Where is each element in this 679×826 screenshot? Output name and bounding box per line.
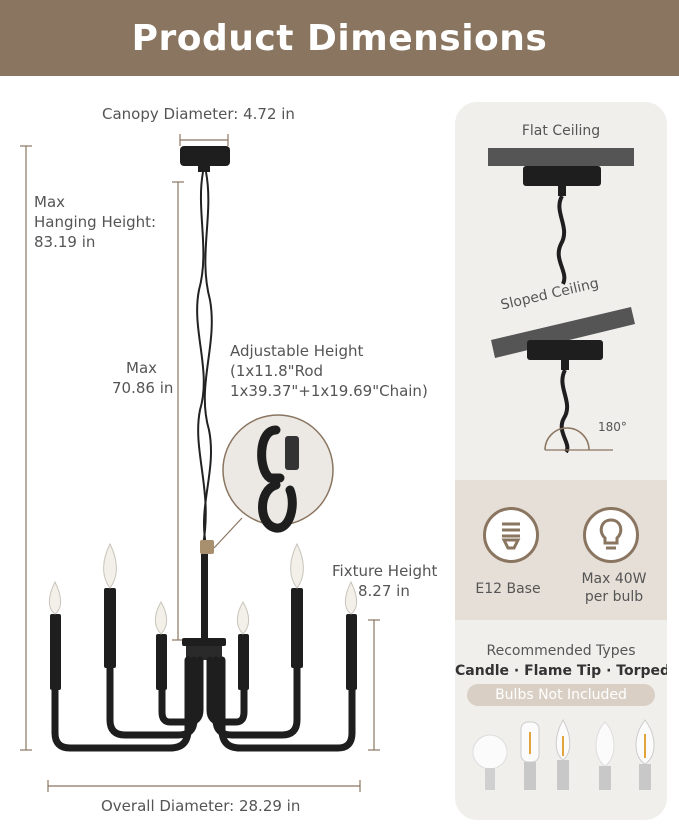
lightbulb-icon — [599, 518, 623, 550]
max-wattage-label: Max 40W — [581, 571, 647, 587]
per-bulb-label: per bulb — [584, 589, 644, 605]
max-height-label: Max — [126, 359, 158, 377]
info-panel: Flat Ceiling — [455, 102, 667, 820]
page-title: Product Dimensions — [131, 17, 548, 59]
title-banner: Product Dimensions — [0, 0, 679, 76]
arms — [51, 656, 356, 752]
max-wattage-badge — [583, 507, 639, 563]
candle-bulbs — [48, 542, 358, 635]
angle-label: 180° — [598, 420, 627, 434]
max-hanging-height-value: 83.19 in — [34, 233, 96, 251]
rod — [201, 554, 208, 640]
recommended-types-list: Candle · Flame Tip · Torpedo — [455, 663, 667, 679]
e12-base-label: E12 Base — [475, 581, 541, 597]
canopy-diameter-label: Canopy Diameter: 4.72 in — [102, 105, 295, 123]
bulbs-not-included-pill: Bulbs Not Included — [467, 684, 655, 706]
sloped-ceiling-mount — [491, 307, 635, 454]
flat-ceiling-mount — [488, 148, 634, 285]
recommended-types-title: Recommended Types — [486, 643, 636, 659]
base-bulb-icon — [501, 522, 521, 550]
adjustable-height-chain: 1x39.37"+1x19.69"Chain) — [230, 382, 428, 400]
dimension-lines — [20, 134, 380, 792]
e12-base-badge — [483, 507, 539, 563]
adjustable-height-label: Adjustable Height — [230, 342, 364, 360]
fixture-height-value: 8.27 in — [358, 582, 410, 600]
ceiling-mount-illustration — [472, 148, 655, 790]
fixture-height-label: Fixture Height — [332, 562, 438, 580]
bulb-types-row — [472, 718, 655, 790]
candle-sleeves — [50, 588, 357, 690]
hub — [182, 638, 226, 660]
max-hanging-height-label-line1: Max — [34, 193, 66, 211]
max-height-value: 70.86 in — [112, 379, 174, 397]
max-hanging-height-label-line2: Hanging Height: — [34, 213, 157, 231]
overall-diameter-label: Overall Diameter: 28.29 in — [101, 797, 301, 815]
chain — [196, 171, 213, 546]
adjustable-height-rod: (1x11.8"Rod — [230, 362, 324, 380]
canopy — [180, 146, 230, 172]
chain-link-magnifier — [213, 414, 334, 549]
flat-ceiling-label: Flat Ceiling — [521, 123, 601, 139]
wood-connector — [200, 540, 214, 554]
